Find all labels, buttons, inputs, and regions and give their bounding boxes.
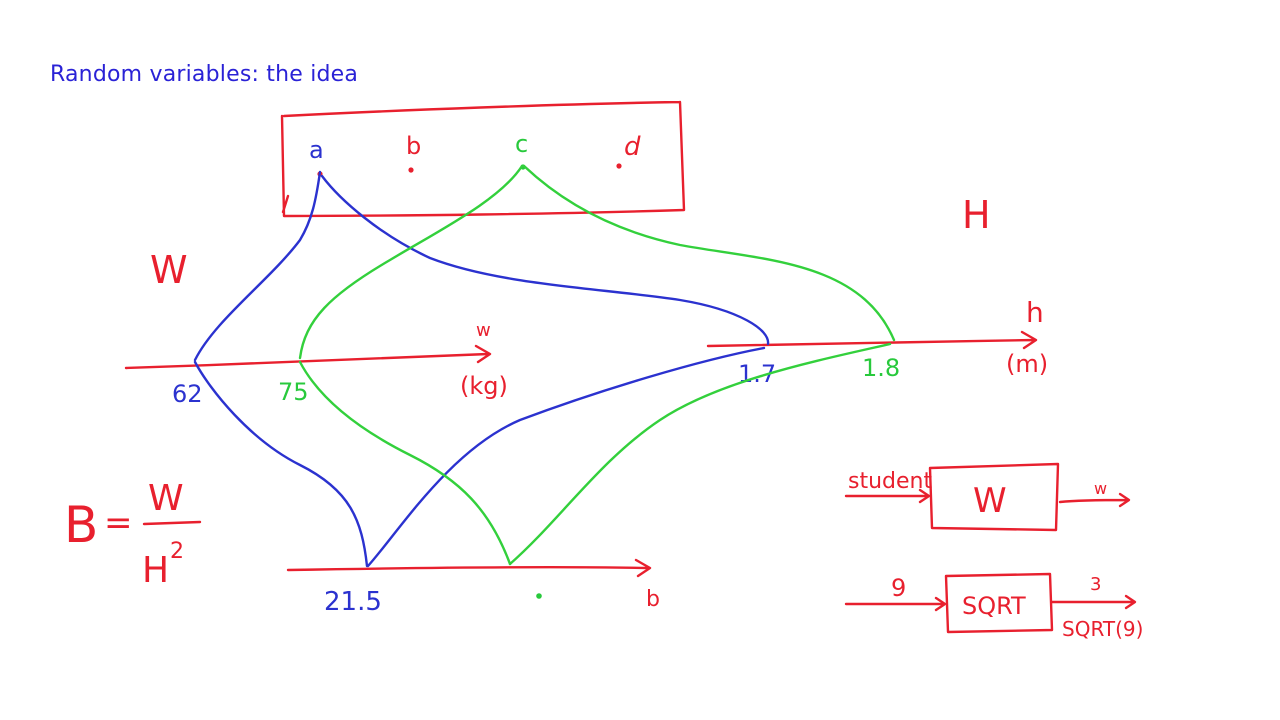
bmi-axis (286, 558, 652, 578)
mapping-75-to-b (298, 360, 512, 566)
mapping-c-to-1-8 (522, 164, 896, 342)
outcome-d-point (616, 163, 622, 169)
height-axis-var: h (1026, 296, 1044, 329)
function-2-input: 9 (891, 574, 906, 602)
formula-denominator: H (142, 550, 169, 591)
mapping-c-to-75 (298, 164, 524, 360)
outcome-c-label: c (515, 130, 528, 158)
formula-exponent: 2 (170, 539, 184, 564)
formula-lhs: B (64, 496, 98, 554)
function-1-output-arrow (1058, 492, 1131, 508)
mapping-62-to-21-5 (193, 360, 369, 568)
formula-equals: = (104, 503, 133, 543)
weight-axis (124, 344, 492, 370)
bmi-axis-var: b (646, 587, 660, 612)
bmi-point-c (536, 593, 542, 599)
outcome-d-label: d (624, 132, 641, 162)
function-1-box (928, 462, 1060, 532)
function-2-box-label: SQRT (962, 592, 1026, 620)
random-variable-w-label: W (150, 248, 188, 292)
height-tick-1-8: 1.8 (862, 354, 900, 382)
formula-numerator: W (148, 478, 184, 519)
height-axis (706, 330, 1038, 350)
weight-axis-var: w (476, 320, 491, 341)
page-title: Random variables: the idea (50, 62, 359, 87)
function-2-caption: SQRT(9) (1062, 617, 1143, 641)
outcome-b-point (408, 167, 414, 173)
function-2-output-arrow (1050, 594, 1137, 610)
function-1-input: student (848, 469, 932, 494)
function-1-input-arrow (844, 488, 931, 504)
weight-axis-unit: (kg) (460, 372, 508, 400)
formula-fraction-bar (142, 520, 202, 526)
mapping-a-to-1-7 (320, 174, 770, 346)
mapping-1-8-to-b (508, 342, 892, 566)
weight-tick-62: 62 (172, 380, 203, 408)
function-2-output: 3 (1090, 574, 1101, 595)
function-1-box-label: W (973, 481, 1007, 521)
function-1-output: w (1094, 479, 1107, 498)
mapping-1-7-to-21-5 (366, 346, 766, 568)
outcome-a-label: a (309, 136, 324, 164)
function-2-box (944, 572, 1054, 634)
mapping-a-to-62 (193, 170, 322, 362)
bmi-tick-21-5: 21.5 (324, 587, 382, 617)
height-axis-unit: (m) (1006, 350, 1048, 378)
sample-space-box (280, 100, 686, 218)
outcome-b-label: b (406, 132, 421, 160)
random-variable-h-label: H (962, 193, 991, 237)
function-2-input-arrow (844, 596, 947, 612)
weight-tick-75: 75 (278, 378, 309, 406)
